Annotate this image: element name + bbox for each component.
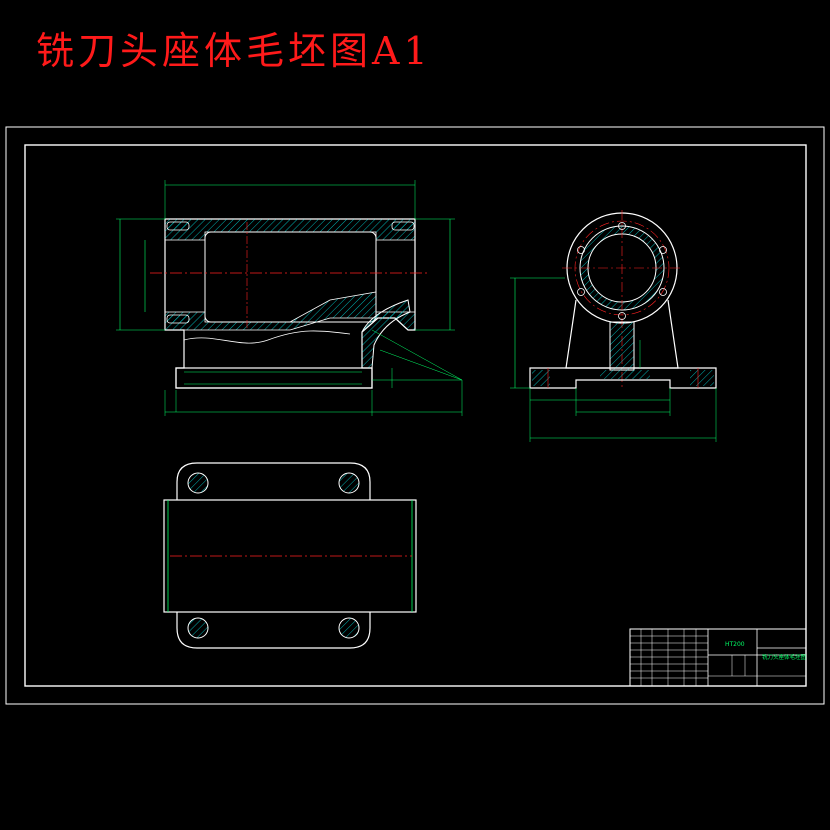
support-rib bbox=[361, 299, 411, 369]
flange-bolt-hole bbox=[577, 246, 585, 254]
flange-bolt-hole bbox=[659, 288, 667, 296]
mounting-hole bbox=[338, 617, 360, 639]
main-bore bbox=[204, 231, 377, 323]
bottom-flange-outline bbox=[176, 612, 371, 649]
base-plate bbox=[175, 367, 373, 389]
mounting-hole bbox=[187, 472, 209, 494]
side-base bbox=[529, 367, 717, 389]
title-block-material: HT200 bbox=[725, 641, 745, 648]
front-view-outline bbox=[164, 218, 416, 389]
bolt-hole-top-right bbox=[391, 221, 415, 231]
sheet-inner-frame bbox=[24, 144, 807, 687]
title-block-frame bbox=[629, 628, 807, 687]
flange-bolt-hole bbox=[618, 222, 626, 230]
flange-bolt-hole bbox=[577, 288, 585, 296]
angle-leader bbox=[371, 329, 463, 381]
central-web-section bbox=[609, 321, 635, 371]
base-hatch-right bbox=[690, 370, 714, 386]
break-line bbox=[183, 330, 351, 344]
side-view bbox=[510, 210, 717, 442]
drawing-title: 铣刀头座体毛坯图A1 bbox=[36, 29, 432, 73]
front-view bbox=[116, 180, 463, 416]
angle-leader bbox=[379, 349, 463, 381]
mounting-hole bbox=[187, 617, 209, 639]
bolt-hole-top-left bbox=[166, 221, 190, 231]
top-view bbox=[163, 462, 417, 649]
top-view-body bbox=[163, 499, 417, 613]
title-block-part-name: 铣刀头座体毛坯图 bbox=[762, 653, 807, 661]
bolt-hole-bottom-left bbox=[166, 314, 190, 324]
mounting-hole bbox=[338, 472, 360, 494]
flange-bolt-hole bbox=[659, 246, 667, 254]
base-hatch-left bbox=[532, 370, 550, 386]
base-hatch-center bbox=[600, 370, 650, 379]
title-block: HT200 铣刀头座体毛坯图 bbox=[629, 628, 807, 687]
sheet-outer-border bbox=[5, 126, 825, 705]
flange-bolt-hole bbox=[618, 312, 626, 320]
top-flange-outline bbox=[176, 462, 371, 500]
top-wall-section bbox=[164, 218, 416, 241]
